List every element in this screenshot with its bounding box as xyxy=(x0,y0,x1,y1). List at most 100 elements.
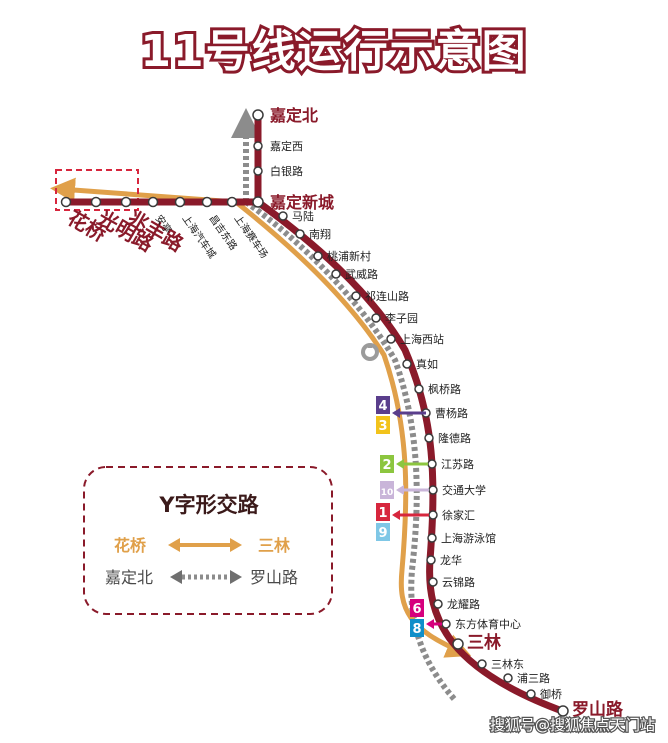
station-label: 马陆 xyxy=(292,209,314,223)
station-marker xyxy=(120,196,132,208)
transfer-badge xyxy=(380,455,394,473)
station-label: 上海西站 xyxy=(400,332,444,346)
legend-row2-left: 嘉定北 xyxy=(105,568,153,587)
legend-row2-right: 罗山路 xyxy=(250,568,298,587)
station-marker xyxy=(424,433,434,443)
station-label: 交通大学 xyxy=(442,483,486,497)
station-marker xyxy=(402,359,412,369)
station-marker xyxy=(253,166,263,176)
huaqiao-extension-box xyxy=(55,169,139,211)
station-label: 南翔 xyxy=(309,227,331,241)
station-marker xyxy=(428,510,438,520)
transfer-arrowhead xyxy=(392,510,400,520)
transfer-line-number: 10 xyxy=(381,488,394,498)
station-marker xyxy=(90,196,102,208)
station-label: 上海赛车场 xyxy=(232,212,271,260)
station-marker xyxy=(427,533,437,543)
station-marker xyxy=(433,599,443,609)
station-label: 白银路 xyxy=(270,164,303,178)
legend: Y字形交路 花桥 三林 嘉定北 罗山路 xyxy=(83,466,333,615)
station-label: 真如 xyxy=(416,357,438,371)
station-marker xyxy=(386,334,396,344)
transfer-line-number: 6 xyxy=(412,602,421,617)
transfer-arrowhead xyxy=(396,485,404,495)
transfer-arrowhead xyxy=(392,408,400,418)
station-marker xyxy=(371,313,381,323)
map-title: 11号线运行示意图 xyxy=(140,26,527,77)
transfer-badge xyxy=(380,481,394,499)
station-marker xyxy=(426,555,436,565)
station-marker xyxy=(351,291,361,301)
legend-orange-arrow xyxy=(168,538,242,552)
station-marker xyxy=(557,705,569,717)
station-label: 祁连山路 xyxy=(365,289,409,303)
watermark: 搜狐号@搜狐焦点天门站 xyxy=(490,716,655,734)
station-label: 龙耀路 xyxy=(447,598,480,611)
legend-row1-left: 花桥 xyxy=(114,536,147,555)
station-label: 嘉定新城 xyxy=(269,193,334,212)
station-label: 枫桥路 xyxy=(428,382,461,396)
transfer-badge xyxy=(376,416,390,434)
station-label: 武威路 xyxy=(345,268,378,281)
station-marker xyxy=(252,109,264,121)
station-label: 罗山路 xyxy=(572,699,624,720)
transfer-arrowhead xyxy=(396,459,404,469)
transfer-arrowhead xyxy=(426,619,434,629)
station-label: 三林 xyxy=(467,632,501,653)
station-marker xyxy=(60,196,72,208)
station-label: 隆德路 xyxy=(438,431,471,445)
transfer-badge xyxy=(410,599,424,617)
station-label: 上海游泳馆 xyxy=(441,531,496,545)
transfer-line-number: 8 xyxy=(412,622,421,637)
station-marker xyxy=(414,384,424,394)
station-marker xyxy=(313,251,323,261)
transfer-line-number: 3 xyxy=(378,419,387,434)
station-marker xyxy=(428,577,438,587)
station-marker xyxy=(452,638,464,650)
railway-station-icon xyxy=(361,343,379,361)
station-label: 浦三路 xyxy=(517,672,550,685)
transfer-line-number: 1 xyxy=(378,506,387,521)
legend-title: Y字形交路 xyxy=(158,493,259,517)
station-marker xyxy=(331,269,341,279)
station-label: 龙华 xyxy=(440,553,462,567)
station-marker xyxy=(147,196,159,208)
legend-row1-right: 三林 xyxy=(258,536,290,555)
station-label: 李子园 xyxy=(385,311,418,325)
transfer-badge xyxy=(410,619,424,637)
transfer-badge xyxy=(376,503,390,521)
station-marker xyxy=(278,211,288,221)
transfer-line-number: 2 xyxy=(382,458,391,473)
station-label: 三林东 xyxy=(491,657,524,671)
station-label: 云锦路 xyxy=(442,575,475,589)
legend-gray-arrow xyxy=(170,570,242,584)
station-marker xyxy=(226,196,238,208)
station-marker xyxy=(477,659,487,669)
station-label: 江苏路 xyxy=(441,458,474,471)
station-marker xyxy=(174,196,186,208)
station-marker xyxy=(428,485,438,495)
station-label: 嘉定北 xyxy=(269,106,318,125)
station-label: 徐家汇 xyxy=(442,508,475,522)
transfer-line-number: 9 xyxy=(378,526,387,541)
transfer-badge xyxy=(376,523,390,541)
station-label: 东方体育中心 xyxy=(455,617,521,631)
station-marker xyxy=(252,196,264,208)
station-marker xyxy=(427,459,437,469)
station-marker xyxy=(526,689,536,699)
station-label: 桃浦新村 xyxy=(327,249,371,263)
transfer-badge xyxy=(376,396,390,414)
station-marker xyxy=(503,673,513,683)
transfer-line-number: 4 xyxy=(378,399,387,414)
station-marker xyxy=(295,229,305,239)
station-marker xyxy=(201,196,213,208)
transfer-badges: 4 3 2 10 1 9 6 8 xyxy=(376,396,442,637)
station-marker xyxy=(441,619,451,629)
station-marker xyxy=(253,141,263,151)
station-label: 曹杨路 xyxy=(435,406,468,420)
trunk-stations: 马陆南翔桃浦新村武威路祁连山路李子园上海西站真如枫桥路曹杨路隆德路江苏路交通大学… xyxy=(278,209,624,720)
station-label: 御桥 xyxy=(540,687,562,701)
station-label: 嘉定西 xyxy=(270,139,303,153)
